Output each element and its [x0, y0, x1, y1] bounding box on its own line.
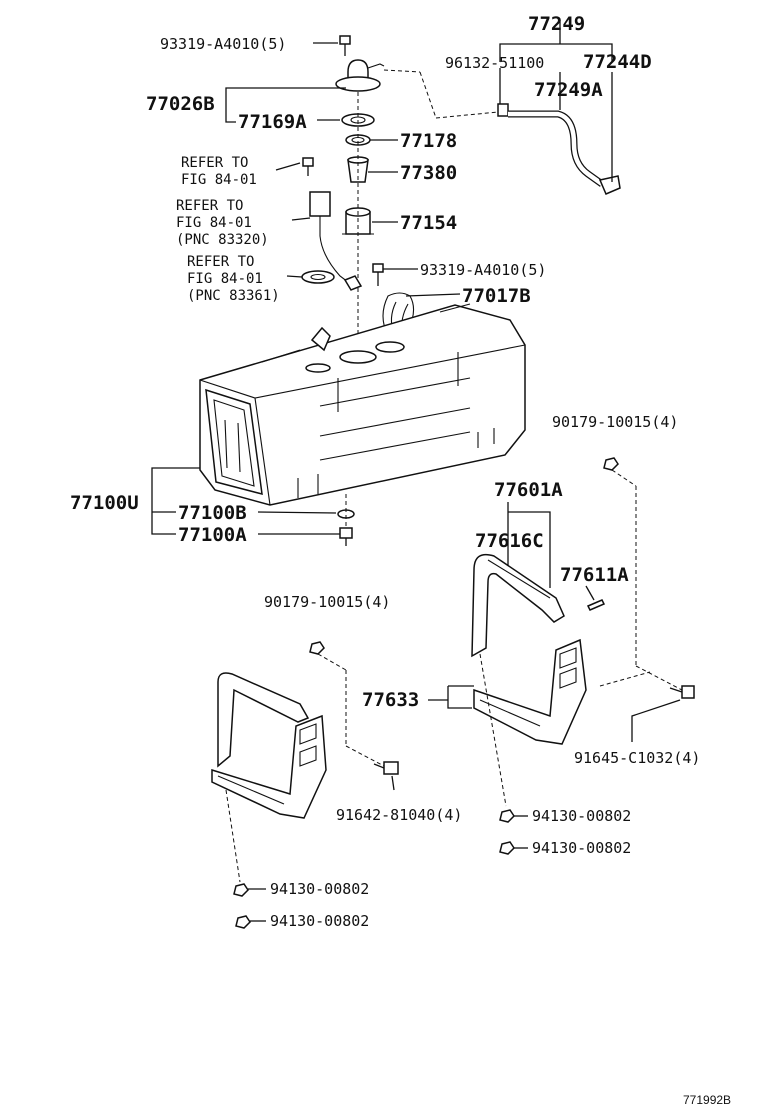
nut-90179-left: [309, 641, 325, 655]
strap-left: [217, 672, 310, 768]
label-77249a: 77249A: [534, 79, 603, 101]
label-77380: 77380: [400, 162, 457, 184]
fuel-tank-77100u: [199, 303, 526, 506]
label-77611a: 77611A: [560, 564, 629, 586]
label-77633: 77633: [362, 689, 419, 711]
nut-94130-l2: [235, 915, 251, 929]
pin-77611a: [586, 599, 606, 611]
ref-sender-83320: [309, 191, 363, 291]
ref-gasket-83361: [301, 270, 335, 284]
label-94130-r2: 94130-00802: [532, 839, 631, 857]
ref2-line2: FIG 84-01: [176, 215, 252, 231]
label-77154: 77154: [400, 212, 457, 234]
label-91642: 91642-81040(4): [336, 806, 462, 824]
label-77026b: 77026B: [146, 93, 215, 115]
ref3-line1: REFER TO: [187, 254, 254, 270]
ref1-line1: REFER TO: [181, 155, 248, 171]
label-77249: 77249: [528, 13, 585, 35]
label-94130-l1: 94130-00802: [270, 880, 369, 898]
bolt-91642: [373, 761, 399, 775]
label-77616c: 77616C: [475, 530, 544, 552]
bracket-left: [211, 714, 327, 819]
ref3-line3: (PNC 83361): [187, 288, 280, 304]
nut-94130-r1: [499, 809, 515, 823]
label-93319-mid: 93319-A4010(5): [420, 261, 546, 279]
bracket-right-77633: [473, 638, 587, 745]
nut-94130-r2: [499, 841, 515, 855]
ref-bolt-84-01: [302, 157, 314, 176]
label-77100a: 77100A: [178, 524, 247, 546]
label-90179-right: 90179-10015(4): [552, 413, 678, 431]
ref2-line3: (PNC 83320): [176, 232, 269, 248]
label-94130-r1: 94130-00802: [532, 807, 631, 825]
label-77178: 77178: [400, 130, 457, 152]
diagram-id: 771992B: [683, 1093, 731, 1107]
gauge-unit-77026b: [335, 59, 385, 92]
strap-77616c: [471, 553, 565, 658]
vent-tube-77249a: [497, 103, 621, 195]
ref2-line1: REFER TO: [176, 198, 243, 214]
label-77100b: 77100B: [178, 502, 247, 524]
nut-94130-l1: [233, 883, 249, 897]
drain-plug-77100a: [339, 527, 353, 546]
label-94130-l2: 94130-00802: [270, 912, 369, 930]
label-96132: 96132-51100: [445, 54, 544, 72]
label-77244d: 77244D: [583, 51, 652, 73]
label-77100u: 77100U: [70, 492, 139, 514]
label-77601a: 77601A: [494, 479, 563, 501]
bolt-91645: [669, 685, 695, 699]
label-91645: 91645-C1032(4): [574, 749, 700, 767]
ref1-line2: FIG 84-01: [181, 172, 257, 188]
label-77017b: 77017B: [462, 285, 531, 307]
label-90179-left: 90179-10015(4): [264, 593, 390, 611]
label-77169a: 77169A: [238, 111, 307, 133]
ref3-line2: FIG 84-01: [187, 271, 263, 287]
label-93319-top: 93319-A4010(5): [160, 35, 286, 53]
bolt-93319-mid: [372, 263, 384, 286]
nut-90179-right: [603, 457, 619, 471]
bolt-93319-top: [339, 35, 351, 56]
